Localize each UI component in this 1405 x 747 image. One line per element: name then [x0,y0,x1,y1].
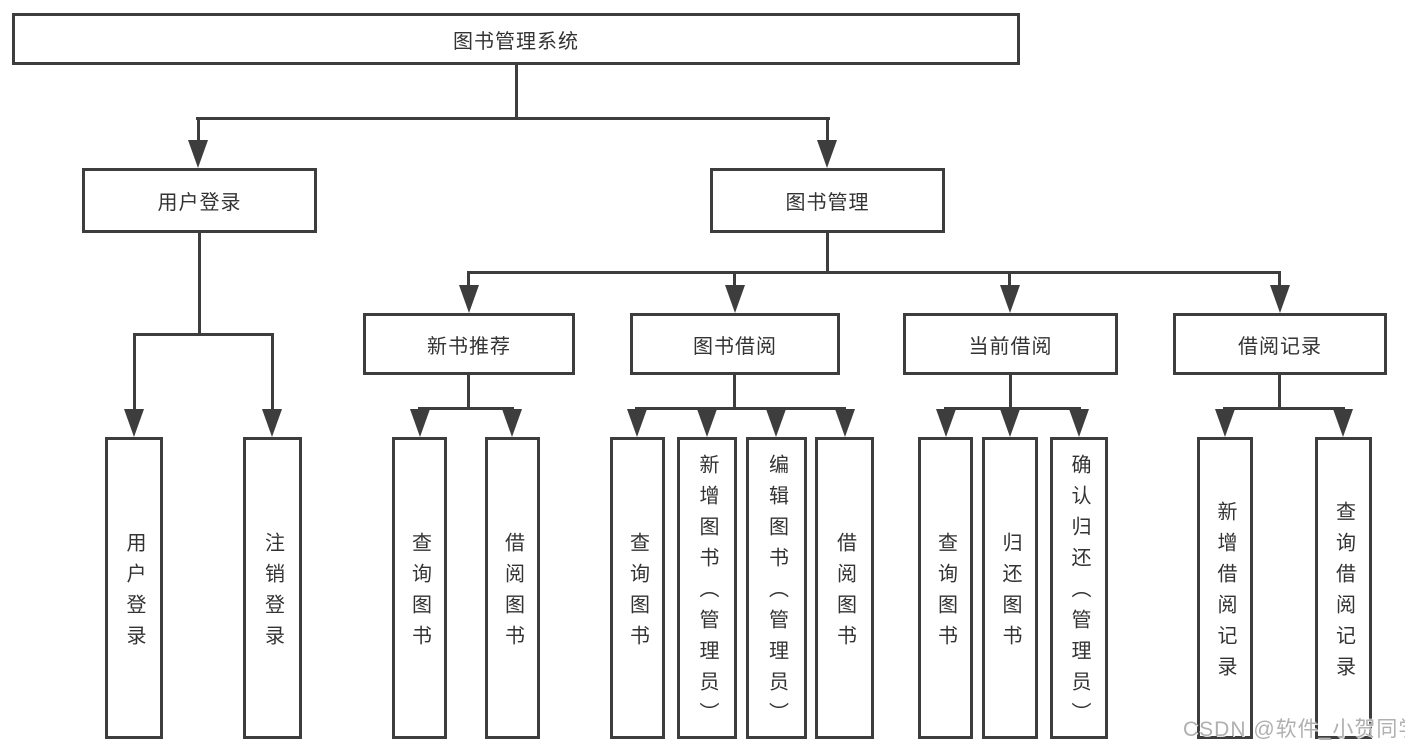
leaf-borrow-books-label: 借阅图书 [833,531,856,656]
leaf-user-login-label: 用户登录 [123,531,145,656]
arrowhead-to-new-book-recommend [459,285,479,313]
connector-current-borrowing-stem [1008,271,1011,287]
connector-root-drop [515,65,518,120]
leaf-edit-books-admin-label: 编辑图书（管理员） [765,454,788,733]
leaf-return-books: 归还图书 [982,437,1038,739]
arrowhead-to-edit-books-admin [766,409,786,437]
arrowhead-to-book-management [817,140,837,168]
arrowhead-to-book-borrowing [725,285,745,313]
leaf-query-books-borrowing-label: 查询图书 [626,531,649,656]
connector-book-borrowing-splitter [636,407,846,410]
node-new-book-recommend-label: 新书推荐 [427,335,511,358]
leaf-query-borrow-record: 查询借阅记录 [1315,437,1372,739]
arrowhead-to-return-books [1000,409,1020,437]
node-user-login-label: 用户登录 [157,192,242,214]
leaf-query-books-borrowing: 查询图书 [610,437,665,739]
connector-book-management-stem [826,117,829,143]
arrowhead-to-confirm-return-admin [1069,409,1089,437]
connector-leaf-user-login-stem [133,333,136,409]
node-borrowing-records: 借阅记录 [1173,313,1387,375]
connector-user-login-splitter [133,333,274,336]
leaf-borrow-books-recommend-label: 借阅图书 [501,531,524,656]
arrowhead-to-query-books-borrowing [627,409,647,437]
leaf-edit-books-admin: 编辑图书（管理员） [746,437,807,739]
node-new-book-recommend: 新书推荐 [363,313,575,375]
node-book-management-label: 图书管理 [785,192,870,214]
arrowhead-to-borrowing-records [1270,285,1290,313]
arrowhead-to-query-borrow-record [1333,409,1353,437]
arrowhead-to-leaf-user-login [124,409,144,437]
leaf-logout-label: 注销登录 [261,531,284,656]
connector-new-book-drop [467,373,470,409]
connector-borrowing-records-stem [1278,271,1281,287]
connector-level1-splitter [196,117,830,120]
arrowhead-to-borrow-books-recommend [502,409,522,437]
connector-leaf-logout-stem [271,333,274,409]
arrowhead-to-user-login [188,140,208,168]
leaf-query-books-current-label: 查询图书 [934,531,957,656]
connector-borrowing-records-splitter [1224,407,1345,410]
csdn-watermark: CSDN @软件_小贺同学 [1183,718,1405,741]
arrowhead-to-add-books-admin [697,409,717,437]
connector-borrowing-records-drop [1278,373,1281,409]
leaf-add-borrow-record: 新增借阅记录 [1197,437,1253,739]
leaf-user-login: 用户登录 [105,437,163,739]
arrowhead-to-query-books-recommend [410,409,430,437]
leaf-add-borrow-record-label: 新增借阅记录 [1214,500,1236,687]
leaf-borrow-books: 借阅图书 [815,437,874,739]
leaf-query-books-current: 查询图书 [918,437,973,739]
connector-current-borrowing-splitter [944,407,1081,410]
connector-level2-splitter [467,271,1281,274]
connector-current-borrowing-drop [1009,373,1012,409]
node-root: 图书管理系统 [12,13,1020,65]
connector-book-management-drop [826,232,829,273]
leaf-confirm-return-admin-label: 确认归还（管理员） [1068,454,1090,733]
arrowhead-to-current-borrowing [1000,285,1020,313]
node-current-borrowing: 当前借阅 [903,313,1118,375]
arrowhead-to-add-borrow-record [1215,409,1235,437]
leaf-confirm-return-admin: 确认归还（管理员） [1050,437,1108,739]
connector-user-login-stem [197,117,200,143]
leaf-borrow-books-recommend: 借阅图书 [485,437,540,739]
leaf-add-books-admin-label: 新增图书（管理员） [696,454,718,733]
leaf-return-books-label: 归还图书 [999,531,1021,656]
leaf-query-borrow-record-label: 查询借阅记录 [1332,500,1355,687]
leaf-query-books-recommend-label: 查询图书 [408,531,431,656]
node-book-borrowing-label: 图书借阅 [693,335,777,358]
node-user-login: 用户登录 [82,168,317,233]
node-current-borrowing-label: 当前借阅 [968,335,1053,358]
node-book-borrowing: 图书借阅 [630,313,840,375]
connector-new-book-stem [467,271,470,287]
connector-new-book-splitter [418,407,514,410]
leaf-logout: 注销登录 [243,437,302,739]
node-book-management: 图书管理 [710,168,945,233]
connector-book-borrowing-stem [733,271,736,287]
arrowhead-to-leaf-logout [262,409,282,437]
leaf-add-books-admin: 新增图书（管理员） [677,437,737,739]
node-root-label: 图书管理系统 [453,30,579,53]
connector-user-login-drop [198,232,201,335]
arrowhead-to-query-books-current [936,409,956,437]
arrowhead-to-borrow-books [835,409,855,437]
node-borrowing-records-label: 借阅记录 [1238,335,1322,358]
connector-book-borrowing-drop [733,373,736,409]
leaf-query-books-recommend: 查询图书 [392,437,447,739]
